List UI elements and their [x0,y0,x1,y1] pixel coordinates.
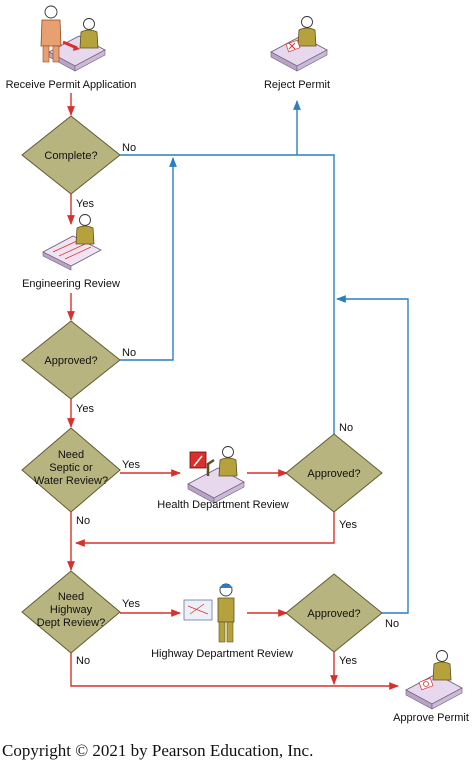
edge-label-approved1-yes: Yes [76,403,94,415]
edge-label-septic-no: No [76,515,90,527]
edge-hwy-approved-no [336,295,409,614]
edge-label-highway-no: No [76,655,90,667]
decision-septic: Need Septic or Water Review? [21,427,121,513]
edge-label-complete-no: No [122,142,136,154]
decision-complete: Complete? [21,115,121,195]
blue-flow-lines [120,100,409,614]
two-people-at-desk-icon [40,5,106,72]
decision-approved-health-label: Approved? [307,468,360,480]
node-reject-label: Reject Permit [264,79,330,91]
edge-label-health-no: No [339,422,353,434]
decision-highway-line1: Need [58,591,84,603]
copyright-notice: Copyright © 2021 by Pearson Education, I… [2,741,314,760]
red-flow-lines [67,93,399,690]
edge-label-complete-yes: Yes [76,198,94,210]
decision-approved-highway: Approved? [285,573,383,653]
person-rejecting-document-icon [270,16,328,72]
decision-approved-engineering: Approved? [21,320,121,400]
edge-health-approved-yes [75,512,335,547]
edge-label-hwy-approved-no: No [385,618,399,630]
decision-septic-line2: Septic or [49,462,93,474]
node-health-label: Health Department Review [157,499,289,511]
decision-highway: Need Highway Dept Review? [21,570,121,654]
node-highway-label: Highway Department Review [151,648,293,660]
decision-approved-health: Approved? [285,433,383,513]
edge-complete-no [120,154,335,434]
edge-label-health-yes: Yes [339,519,357,531]
node-approve-label: Approve Permit [393,712,469,724]
decision-highway-line2: Highway [50,604,93,616]
decision-complete-label: Complete? [44,150,97,162]
edge-label-approved1-no: No [122,347,136,359]
lab-worker-microscope-icon [187,446,245,504]
decision-septic-line3: Water Review? [34,475,108,487]
construction-worker-plan-icon [183,583,235,643]
node-receive-label: Receive Permit Application [6,79,137,91]
edge-label-hwy-approved-yes: Yes [339,655,357,667]
edge-label-highway-yes: Yes [122,598,140,610]
person-approving-document-icon [405,650,463,710]
decision-septic-line1: Need [58,449,84,461]
node-engineering-label: Engineering Review [22,278,120,290]
edge-approved1-no [120,157,177,361]
decision-highway-line3: Dept Review? [37,617,105,629]
edge-highway-no [70,652,399,690]
decision-approved-highway-label: Approved? [307,608,360,620]
engineer-drafting-icon [42,214,102,271]
edge-label-septic-yes: Yes [122,459,140,471]
decision-approved-engineering-label: Approved? [44,355,97,367]
